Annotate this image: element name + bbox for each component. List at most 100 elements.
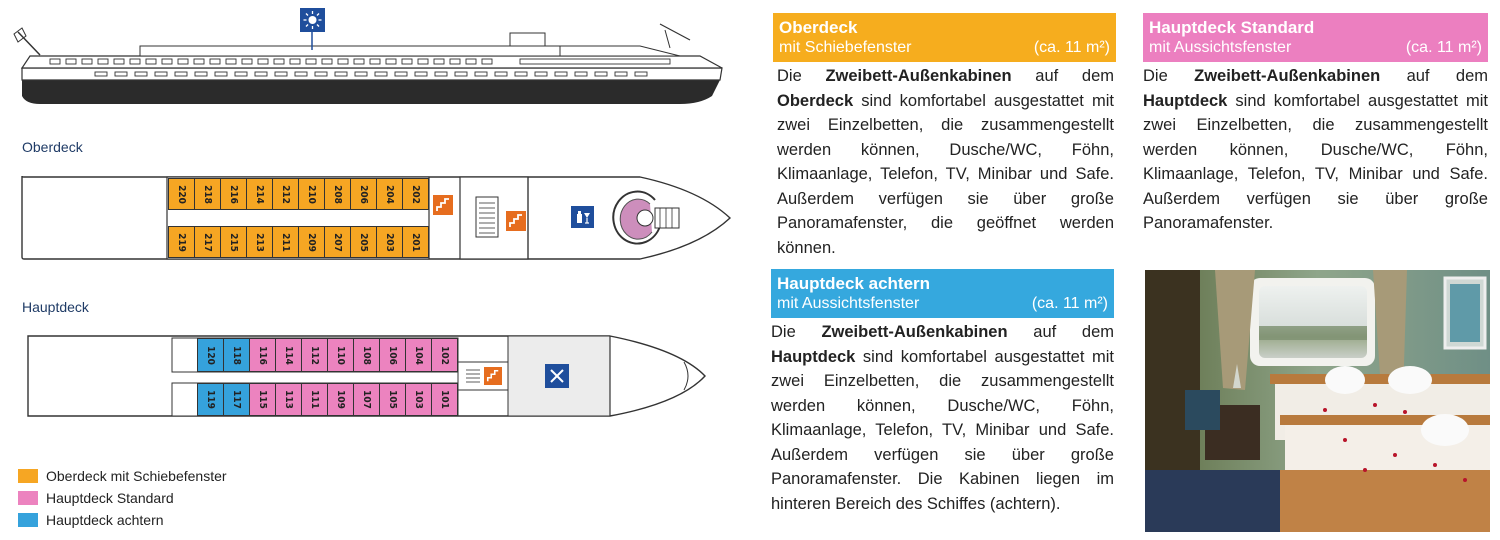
cabin-number: 201 [410,232,421,252]
panel-title: Oberdeck [779,18,858,37]
cabin-number: 117 [231,390,242,409]
cabin-102: 102 [431,338,458,372]
cabin-number: 208 [332,184,343,204]
bar-icon [571,206,594,228]
hauptdeck-label: Hauptdeck [22,299,89,315]
cabin-number: 207 [332,232,343,252]
panel-hauptdeck-standard: Hauptdeck Standard mit Aussichtsfenster … [1143,13,1488,236]
cabin-number: 220 [176,184,187,204]
legend-swatch [18,469,38,483]
cabin-number: 115 [257,390,268,409]
cabin-114: 114 [275,338,302,372]
cabin-number: 215 [228,232,239,252]
oberdeck-label: Oberdeck [22,139,83,155]
panel-description: Die Zweibett-Außenkabinen auf dem Hauptd… [771,323,1114,513]
panel-description: Die Zweibett-Außenkabinen auf dem Hauptd… [1143,67,1488,232]
cabin-203: 203 [376,226,403,258]
cabin-number: 218 [202,184,213,204]
cabin-209: 209 [298,226,325,258]
cabin-111: 111 [301,383,328,416]
panel-subtitle: mit Aussichtsfenster [1149,39,1292,56]
cabin-202: 202 [402,178,429,210]
stairs-icon [484,367,502,385]
cabin-110: 110 [327,338,354,372]
legend-swatch [18,491,38,505]
cabin-217: 217 [194,226,221,258]
panel-oberdeck: Oberdeck mit Schiebefenster (ca. 11 m²) … [773,13,1116,260]
cabin-207: 207 [324,226,351,258]
cabin-number: 101 [439,390,450,409]
cabin-number: 114 [283,345,294,365]
cabin-number: 102 [439,345,450,365]
cabin-210: 210 [298,178,325,210]
cabin-219: 219 [168,226,195,258]
panel-size: (ca. 11 m²) [1033,39,1110,56]
cabin-number: 109 [335,390,346,409]
legend-item: Hauptdeck achtern [18,512,164,528]
cabin-215: 215 [220,226,247,258]
cabin-number: 213 [254,232,265,252]
cabin-number: 116 [257,345,268,365]
cabin-number: 107 [361,390,372,409]
restaurant-icon [545,364,569,388]
cabin-number: 202 [410,184,421,204]
panel-title: Hauptdeck Standard [1149,18,1315,37]
cabin-107: 107 [353,383,380,416]
legend-label: Oberdeck mit Schiebefenster [46,468,227,484]
panel-title: Hauptdeck achtern [777,274,931,293]
cabin-113: 113 [275,383,302,416]
legend-item: Oberdeck mit Schiebefenster [18,468,227,484]
panel-hauptdeck-achtern-header: Hauptdeck achtern mit Aussichtsfenster (… [771,269,1114,318]
cabin-220: 220 [168,178,195,210]
cabin-number: 106 [387,345,398,365]
cabin-number: 104 [413,345,424,365]
panel-description: Die Zweibett-Außenkabinen auf dem Oberde… [777,67,1114,257]
cabin-201: 201 [402,226,429,258]
cabin-number: 103 [413,390,424,409]
cabin-204: 204 [376,178,403,210]
cabin-number: 112 [309,345,320,365]
panel-hauptdeck-standard-header: Hauptdeck Standard mit Aussichtsfenster … [1143,13,1488,62]
cabin-120: 120 [197,338,224,372]
cabin-108: 108 [353,338,380,372]
panel-size: (ca. 11 m²) [1405,39,1482,56]
legend-label: Hauptdeck achtern [46,512,164,528]
cabin-101: 101 [431,383,458,416]
cabin-106: 106 [379,338,406,372]
cabin-118: 118 [223,338,250,372]
stairs-icon [433,195,453,215]
cabin-number: 217 [202,232,213,252]
cabin-number: 118 [231,345,242,365]
panel-subtitle: mit Schiebefenster [779,39,912,56]
cabin-number: 219 [176,232,187,252]
panel-hauptdeck-achtern: Hauptdeck achtern mit Aussichtsfenster (… [771,269,1114,516]
cabin-117: 117 [223,383,250,416]
cabin-206: 206 [350,178,377,210]
cabin-116: 116 [249,338,276,372]
cabin-number: 214 [254,184,265,204]
cabin-115: 115 [249,383,276,416]
cabin-211: 211 [272,226,299,258]
panel-subtitle: mit Aussichtsfenster [777,295,920,312]
cabin-218: 218 [194,178,221,210]
cabin-104: 104 [405,338,432,372]
legend-item: Hauptdeck Standard [18,490,174,506]
cabin-number: 119 [205,390,216,409]
cabin-number: 111 [309,390,320,409]
legend-swatch [18,513,38,527]
cabin-number: 205 [358,232,369,252]
cabin-number: 203 [384,232,395,252]
cabin-number: 120 [205,345,216,365]
cabin-112: 112 [301,338,328,372]
cabin-119: 119 [197,383,224,416]
stairs-icon [506,211,526,231]
cabin-number: 216 [228,184,239,204]
cabin-103: 103 [405,383,432,416]
ship-side-view [13,8,723,104]
cabin-105: 105 [379,383,406,416]
cabin-205: 205 [350,226,377,258]
cabin-216: 216 [220,178,247,210]
cabin-number: 110 [335,345,346,365]
cabin-208: 208 [324,178,351,210]
cabin-number: 105 [387,390,398,409]
